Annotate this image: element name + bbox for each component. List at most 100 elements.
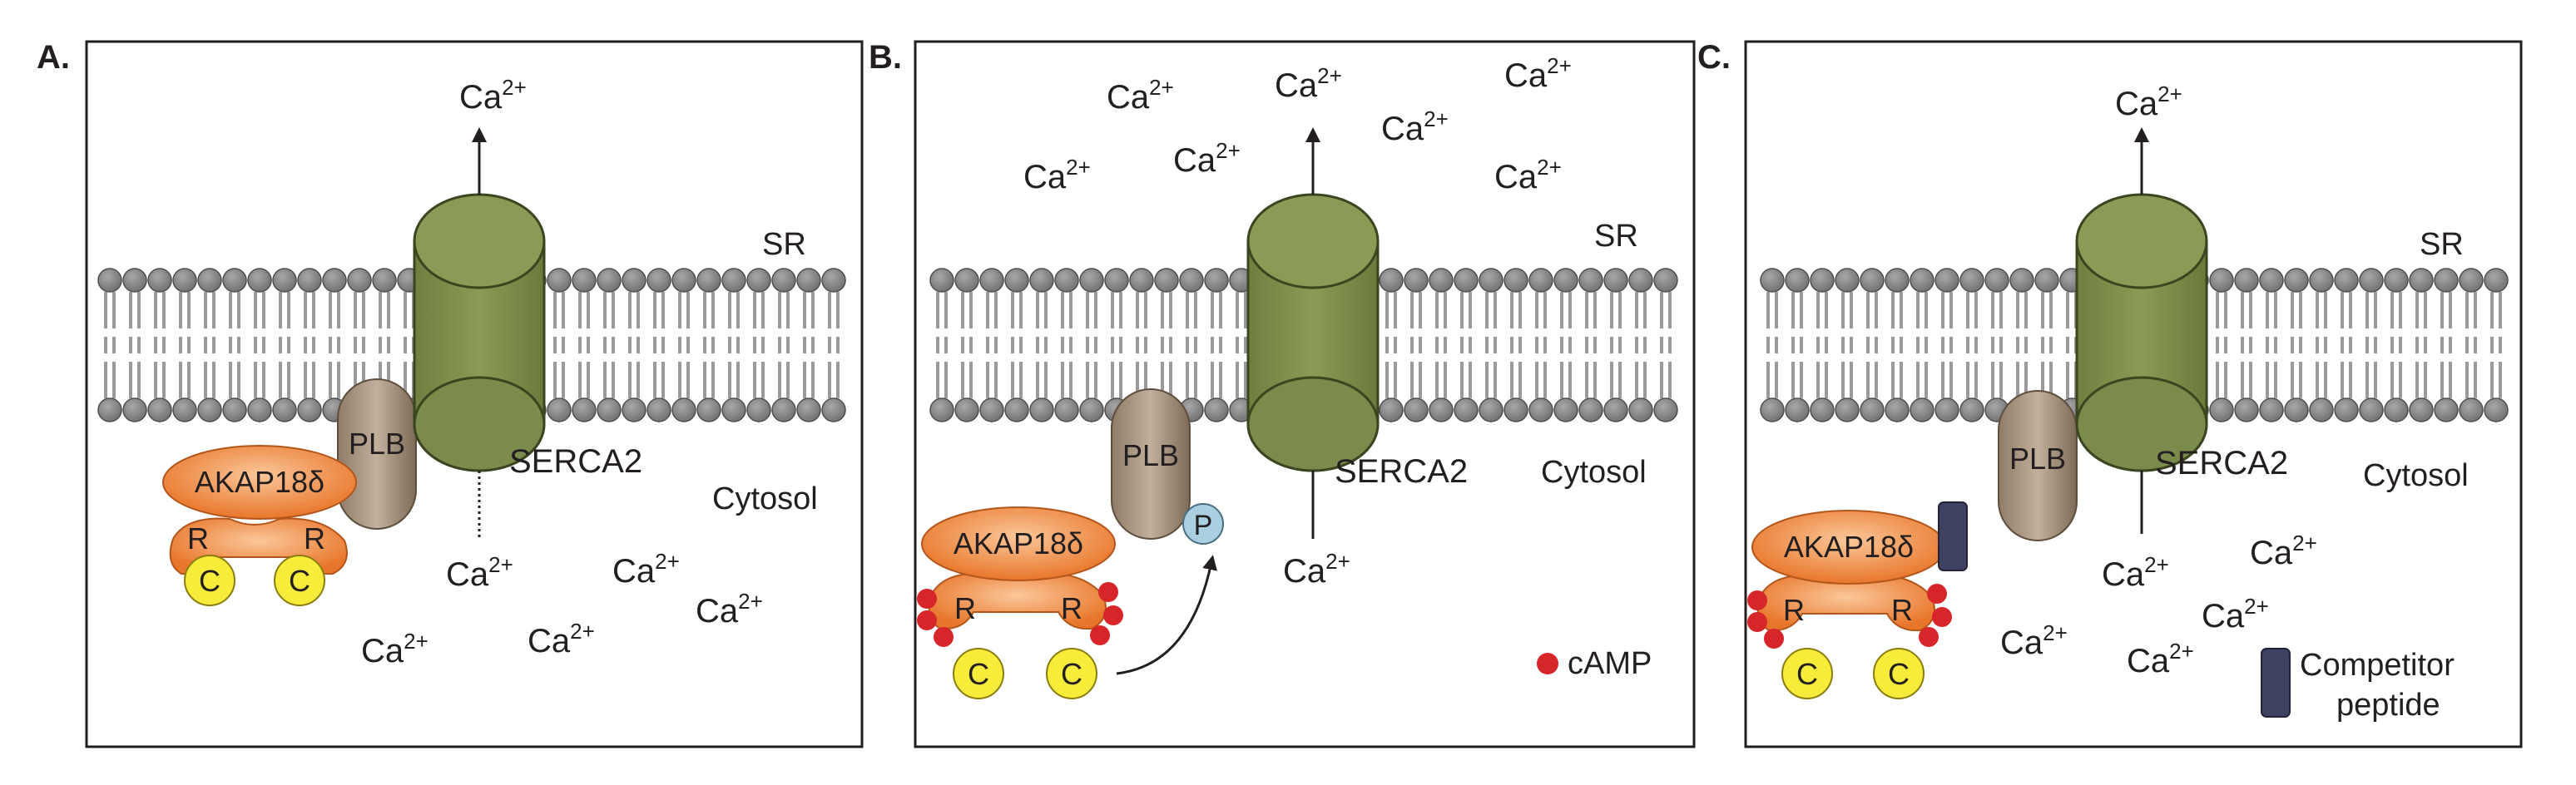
ca-ion-label: Ca2+: [1173, 138, 1241, 179]
lipid-head: [2459, 268, 2484, 293]
lipid-head: [2359, 397, 2384, 422]
lipid-head: [1603, 397, 1628, 422]
peptide-legend-swatch: [2261, 648, 2291, 718]
lipid-head: [322, 268, 347, 293]
lipid-head: [1079, 268, 1104, 293]
lipid-head: [1404, 268, 1429, 293]
lipid-head: [1578, 397, 1603, 422]
lipid-head: [597, 268, 622, 293]
c-subunit-label: C: [968, 657, 989, 691]
lipid-head: [547, 268, 572, 293]
lipid-head: [821, 268, 846, 293]
lipid-head: [2234, 268, 2259, 293]
cytosol-label: Cytosol: [1541, 455, 1647, 490]
lipid-head: [2284, 397, 2309, 422]
lipid-head: [1004, 268, 1029, 293]
lipid-head: [1104, 268, 1129, 293]
lipid-head: [1379, 268, 1404, 293]
lipid-head: [1835, 397, 1860, 422]
lipid-head: [2434, 397, 2459, 422]
ca-ion-label: Ca2+: [459, 75, 527, 116]
lipid-head: [97, 397, 122, 422]
lipid-head: [1503, 397, 1528, 422]
camp-dot: [934, 627, 954, 647]
ca-ion-label: Ca2+: [2250, 531, 2317, 571]
lipid-head: [646, 268, 671, 293]
ca-ion-label: Ca2+: [1283, 549, 1350, 590]
lipid-head: [929, 268, 954, 293]
lipid-head: [2484, 268, 2509, 293]
lipid-head: [622, 268, 646, 293]
lipid-head: [696, 397, 721, 422]
lipid-head: [247, 268, 272, 293]
camp-dot: [1090, 625, 1110, 645]
lipid-head: [547, 397, 572, 422]
ca-ion-label: Ca2+: [696, 589, 763, 629]
plb-label: PLB: [2009, 442, 2066, 476]
panel-b-letter: B.: [869, 39, 902, 76]
lipid-head: [2309, 268, 2334, 293]
c-subunit-label: C: [1796, 657, 1818, 691]
lipid-head: [2259, 397, 2284, 422]
lipid-head: [796, 397, 821, 422]
plb-protein: PLB: [1998, 390, 2078, 541]
competitor-peptide-bound: [1938, 501, 1968, 571]
camp-legend-label: cAMP: [1568, 646, 1652, 681]
c-subunit-label: C: [199, 564, 220, 598]
serca2-pump: [413, 193, 546, 472]
c-subunit-label: C: [1061, 657, 1082, 691]
lipid-head: [247, 397, 272, 422]
serca2-label: SERCA2: [509, 443, 642, 480]
lipid-head: [1860, 268, 1885, 293]
lipid-head: [1578, 268, 1603, 293]
akap18-label: AKAP18δ: [954, 526, 1083, 560]
lipid-head: [1860, 397, 1885, 422]
lipid-head: [721, 397, 746, 422]
lipid-head: [1404, 397, 1429, 422]
lipid-head: [1959, 397, 1984, 422]
panel-c-letter: C.: [1697, 39, 1731, 76]
lipid-head: [222, 268, 247, 293]
serca2-pump: [1246, 193, 1380, 472]
lipid-head: [297, 397, 322, 422]
lipid-head: [1984, 268, 2009, 293]
serca2-label: SERCA2: [2155, 445, 2288, 481]
lipid-head: [1934, 268, 1959, 293]
lipid-head: [1079, 397, 1104, 422]
lipid-head: [2209, 397, 2234, 422]
phospho-label: P: [1194, 510, 1213, 541]
lipid-head: [1885, 397, 1910, 422]
camp-dot: [917, 610, 937, 630]
panel-c: C. PLB Ca2+ SR SERCA2 Cytosol AKAP18δ R …: [1697, 39, 2523, 748]
ca-ion-label: Ca2+: [612, 549, 680, 590]
lipid-head: [122, 268, 147, 293]
lipid-head: [2334, 397, 2359, 422]
lipid-head: [172, 268, 197, 293]
r-subunit-label: R: [1891, 593, 1913, 627]
lipid-head: [671, 397, 696, 422]
lipid-head: [1760, 397, 1785, 422]
lipid-head: [2284, 268, 2309, 293]
lipid-head: [2034, 268, 2059, 293]
lipid-head: [1179, 268, 1204, 293]
lipid-head: [1934, 397, 1959, 422]
phospho-site: P: [1182, 503, 1224, 545]
lipid-head: [646, 397, 671, 422]
ca-ion-label: Ca2+: [2000, 620, 2068, 661]
lipid-head: [2209, 268, 2234, 293]
lipid-head: [1628, 397, 1653, 422]
lipid-head: [1885, 268, 1910, 293]
lipid-head: [572, 397, 597, 422]
lipid-head: [1835, 268, 1860, 293]
lipid-head: [771, 268, 796, 293]
lipid-head: [2309, 397, 2334, 422]
ca-ion-label: Ca2+: [446, 552, 513, 593]
lipid-head: [746, 268, 771, 293]
lipid-head: [1653, 268, 1678, 293]
lipid-head: [2409, 268, 2434, 293]
camp-dot: [1098, 582, 1118, 602]
lipid-head: [622, 397, 646, 422]
peptide-legend-line2: peptide: [2336, 688, 2440, 723]
panel-c-frame: [1744, 40, 2523, 748]
lipid-head: [796, 268, 821, 293]
